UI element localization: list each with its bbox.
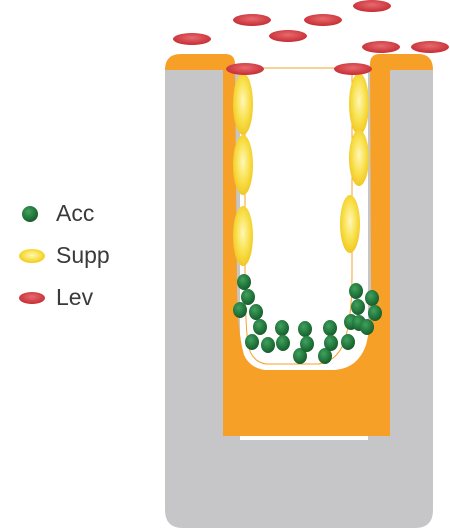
accelerator-molecule [351,299,365,315]
accelerator-molecule [253,319,267,335]
copper-liner [165,54,433,436]
accelerator-molecule [298,321,312,337]
suppressor-ellipse-icon [19,248,45,263]
accelerator-molecule [349,283,363,299]
legend-label: Supp [56,242,110,268]
accelerator-molecule [323,320,337,336]
leveler-molecule [304,14,342,26]
accelerator-dot-icon [22,205,38,222]
accelerator-molecule [249,304,263,320]
accelerator-molecule [324,335,338,351]
leveler-group [173,0,449,75]
leveler-molecule [233,14,271,26]
suppressor-molecule [340,195,360,253]
suppressor-molecule [233,206,253,266]
accelerator-molecule [261,337,275,353]
accelerator-molecule [275,320,289,336]
accelerator-molecule [245,334,259,350]
accelerator-molecule [365,290,379,306]
suppressor-molecule [349,130,369,186]
suppressor-molecule [233,135,253,195]
accelerator-molecule [360,319,374,335]
legend-item-acc: Acc [18,200,94,227]
legend-label: Lev [56,284,94,310]
accelerator-molecule [233,302,247,318]
accelerator-molecule [237,274,251,290]
accelerator-molecule [341,334,355,350]
leveler-molecule [334,63,372,75]
legend-item-lev: Lev [18,284,93,311]
accelerator-group [233,274,382,364]
suppressor-molecule [233,73,253,135]
suppressor-molecule [349,73,369,135]
legend-label: Acc [56,200,95,226]
suppressor-group [233,73,369,266]
leveler-molecule [353,0,391,12]
leveler-ellipse-icon [19,291,45,304]
accelerator-molecule [368,305,382,321]
leveler-molecule [173,33,211,45]
accelerator-molecule [293,348,307,364]
accelerator-molecule [276,335,290,351]
leveler-molecule [269,30,307,42]
legend-item-supp: Supp [18,242,110,269]
accelerator-molecule [241,289,255,305]
leveler-molecule [226,63,264,75]
leveler-molecule [411,41,449,53]
accelerator-molecule [318,348,332,364]
leveler-molecule [362,41,400,53]
accelerator-molecule [300,336,314,352]
